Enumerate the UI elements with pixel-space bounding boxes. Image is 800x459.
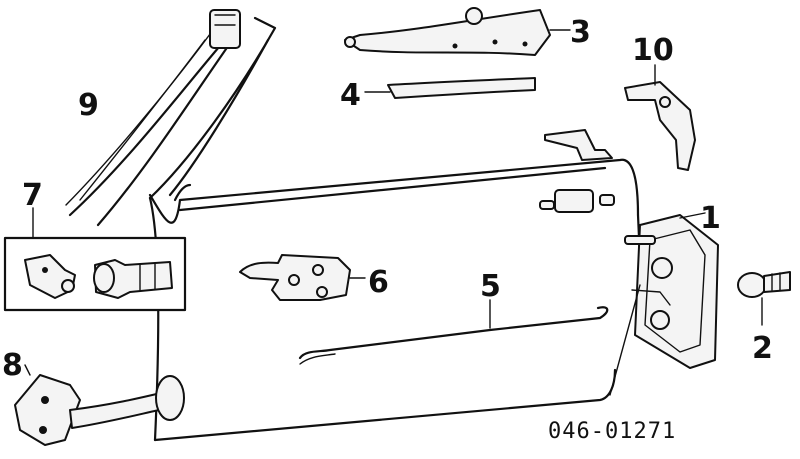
part-1-latch: [609, 212, 719, 396]
part-6-handle: [239, 254, 366, 301]
callout-4: 4: [340, 78, 361, 113]
diagram-code: 046-01271: [548, 419, 676, 444]
part-2-striker: [737, 271, 791, 326]
part-7-clip-box: [3, 207, 187, 312]
part-4-weatherstrip: [364, 77, 536, 99]
part-10-bracket: [624, 64, 696, 171]
callout-1: 1: [700, 201, 721, 236]
callout-8: 8: [2, 348, 23, 383]
part-5-rod: [298, 299, 609, 365]
callout-7: 7: [22, 178, 43, 213]
part-8-check-strap: [14, 364, 185, 446]
callout-10: 10: [632, 33, 674, 68]
callout-3: 3: [570, 15, 591, 50]
part-3-trim: [344, 7, 571, 56]
door-panel: [148, 129, 642, 442]
window-frame: [65, 9, 277, 227]
callout-6: 6: [368, 265, 389, 300]
callout-9: 9: [78, 88, 99, 123]
callout-5: 5: [480, 269, 501, 304]
callout-2: 2: [752, 331, 773, 366]
